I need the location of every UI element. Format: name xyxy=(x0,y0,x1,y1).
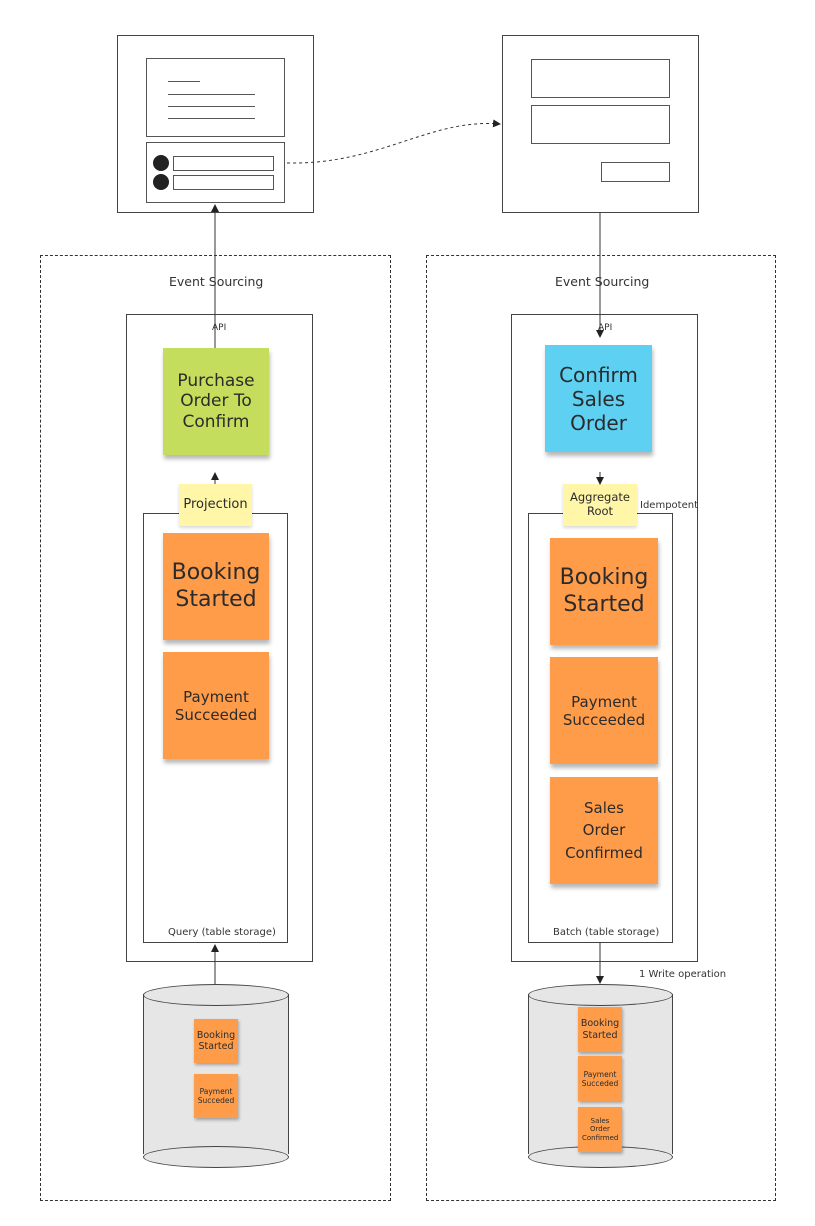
left-boundary-title: Event Sourcing xyxy=(169,274,264,289)
left-query-label: Query (table storage) xyxy=(168,927,276,938)
idempotent-label: Idempotent xyxy=(640,500,698,511)
dashed-navigation-arrow xyxy=(286,119,501,164)
right-api-label: API xyxy=(598,323,613,333)
aggregate-root-note: Aggregate Root xyxy=(563,484,637,526)
event-sticky: Payment Succeeded xyxy=(163,652,269,759)
write-operation-label: 1 Write operation xyxy=(639,969,727,980)
db-event-text: Sales Order Confirmed xyxy=(582,1116,619,1142)
left-database-bottom xyxy=(143,1146,289,1168)
text-line xyxy=(168,81,200,82)
event-sticky: Sales Order Confirmed xyxy=(550,777,658,884)
purchase-order-command-sticky: Purchase Order To Confirm xyxy=(163,348,269,455)
right-batch-label: Batch (table storage) xyxy=(553,927,660,938)
projection-note: Projection xyxy=(179,484,252,526)
form-field[interactable] xyxy=(531,59,670,98)
db-event-text: Booking Started xyxy=(196,1029,236,1052)
db-event-text: Payment Succeded xyxy=(581,1069,619,1088)
event-sticky: Booking Started xyxy=(163,533,269,640)
right-database-top xyxy=(528,984,673,1006)
note-text: Projection xyxy=(183,497,248,513)
event-text: Payment Succeeded xyxy=(562,692,646,729)
db-event-sticky: Payment Succeded xyxy=(578,1056,622,1101)
db-event-text: Booking Started xyxy=(580,1018,620,1041)
text-line xyxy=(168,118,255,119)
event-sticky: Payment Succeeded xyxy=(550,657,658,764)
radio-dot-icon[interactable] xyxy=(153,174,169,190)
list-row-input[interactable] xyxy=(173,175,274,190)
command-text: Purchase Order To Confirm xyxy=(177,370,255,432)
event-text: Payment Succeeded xyxy=(174,687,258,724)
db-event-sticky: Booking Started xyxy=(578,1007,622,1052)
note-text: Aggregate Root xyxy=(570,490,630,518)
left-api-label: API xyxy=(212,323,227,333)
db-event-sticky: Payment Succeded xyxy=(194,1074,238,1118)
db-event-sticky: Booking Started xyxy=(194,1019,238,1063)
db-event-sticky: Sales Order Confirmed xyxy=(578,1107,622,1152)
confirm-sales-order-command-sticky: Confirm Sales Order xyxy=(545,345,652,452)
event-text: Sales Order Confirmed xyxy=(565,798,643,862)
text-line xyxy=(168,106,255,107)
left-ui-content-panel xyxy=(146,58,285,137)
db-event-text: Payment Succeded xyxy=(197,1087,235,1105)
confirm-button[interactable] xyxy=(601,162,670,182)
text-line xyxy=(168,94,255,95)
form-field[interactable] xyxy=(531,105,670,144)
command-text: Confirm Sales Order xyxy=(559,362,638,435)
right-event-sourcing-boundary xyxy=(426,255,776,1201)
left-database-top xyxy=(143,984,289,1006)
radio-dot-icon[interactable] xyxy=(153,155,169,171)
event-text: Booking Started xyxy=(171,560,261,612)
right-boundary-title: Event Sourcing xyxy=(555,274,650,289)
list-row-input[interactable] xyxy=(173,156,274,171)
left-event-sourcing-boundary xyxy=(40,255,391,1201)
event-sticky: Booking Started xyxy=(550,538,658,645)
left-ui-list-panel xyxy=(146,142,285,203)
event-text: Booking Started xyxy=(559,565,649,617)
